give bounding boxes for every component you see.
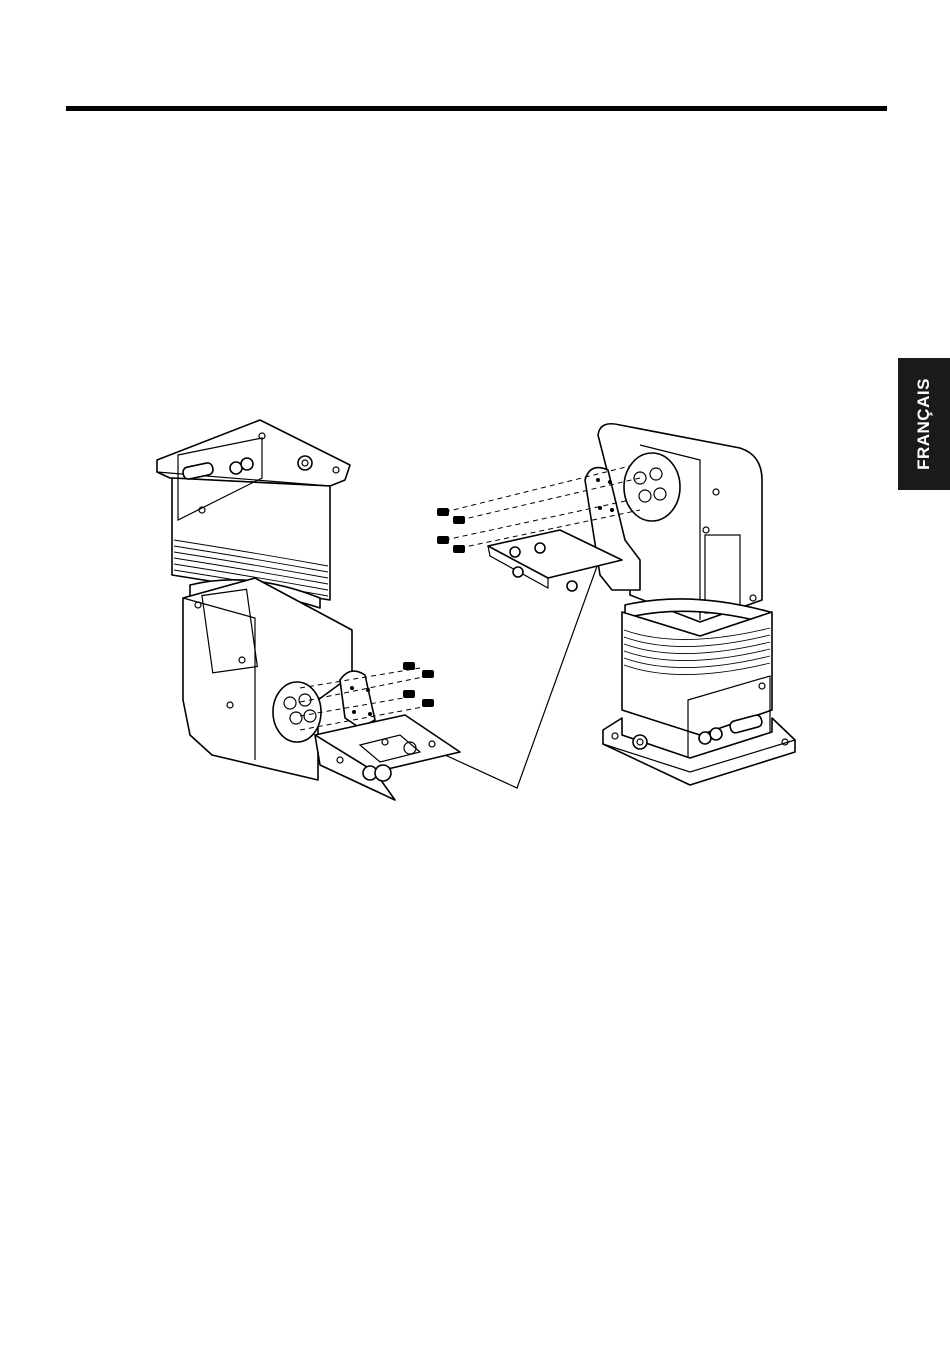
right-camera-unit xyxy=(437,424,795,785)
left-camera-unit xyxy=(157,420,460,800)
right-screws xyxy=(437,508,465,553)
leader-line xyxy=(445,558,600,788)
